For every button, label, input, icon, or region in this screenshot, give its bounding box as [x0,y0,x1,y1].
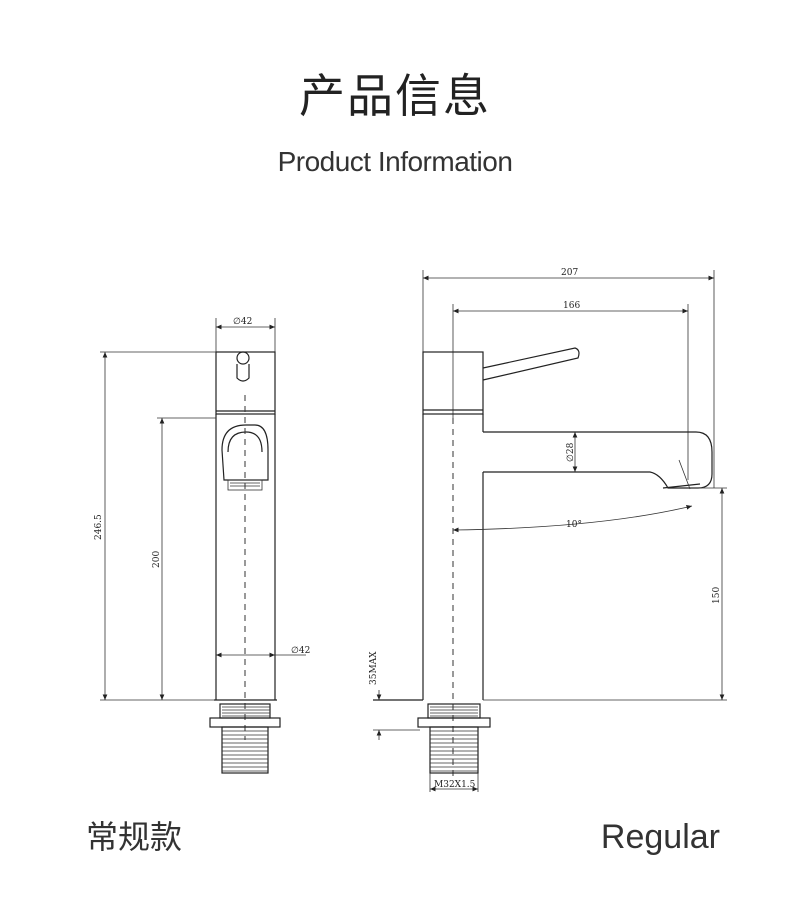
front-total-height-label: 246.5 [94,514,104,540]
variant-label-en: Regular [600,818,720,856]
page-title-cn: 产品信息 [299,69,491,123]
side-threaded-shank [429,726,479,774]
variant-label-cn: 常规款 [86,818,183,856]
front-body-height-label: 200 [152,551,162,568]
side-nut [417,717,491,728]
side-outlet-diameter-label: ∅28 [566,442,576,462]
side-angle-label: 10° [566,520,582,530]
side-thread-label: M32X1.5 [434,780,476,790]
page-title-en: Product Information [277,146,513,177]
front-lever-knob [236,351,250,365]
side-lever [482,347,580,381]
front-threaded-shank [221,726,269,774]
front-view: ∅42 ∅42 [94,317,310,774]
side-handle-cap [422,351,484,415]
front-handle-cap [215,351,276,415]
side-max-deck-label: 35MAX [369,651,379,685]
front-top-diameter-label: ∅42 [233,317,252,327]
front-base-diameter-label: ∅42 [291,646,310,656]
side-spout-reach-label: 166 [563,301,580,311]
front-spout [221,424,269,481]
side-outlet-height-label: 150 [712,587,722,604]
side-spout [483,431,713,489]
side-view: 207 166 ∅28 10° 150 [369,268,727,792]
side-total-reach-label: 207 [561,268,578,278]
